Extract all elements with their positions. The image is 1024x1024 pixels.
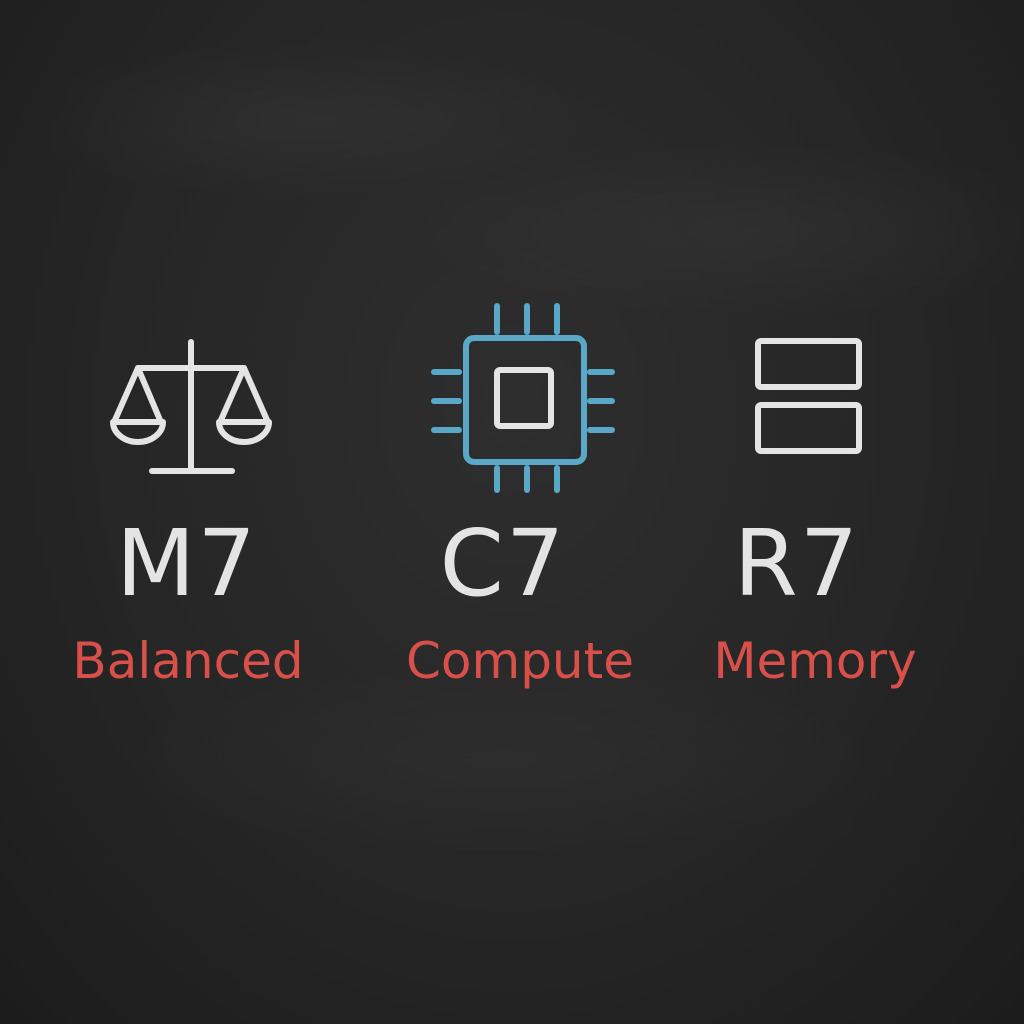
cpu-chip-icon: [431, 303, 615, 493]
instance-code-c7: C7: [439, 510, 567, 617]
label-balanced: Balanced: [72, 632, 304, 690]
balance-scale-icon: [110, 339, 272, 474]
label-memory: Memory: [713, 632, 917, 690]
instance-code-m7: M7: [116, 510, 258, 617]
memory-modules-icon: [755, 338, 862, 454]
instance-code-r7: R7: [733, 510, 861, 617]
label-compute: Compute: [405, 632, 634, 690]
